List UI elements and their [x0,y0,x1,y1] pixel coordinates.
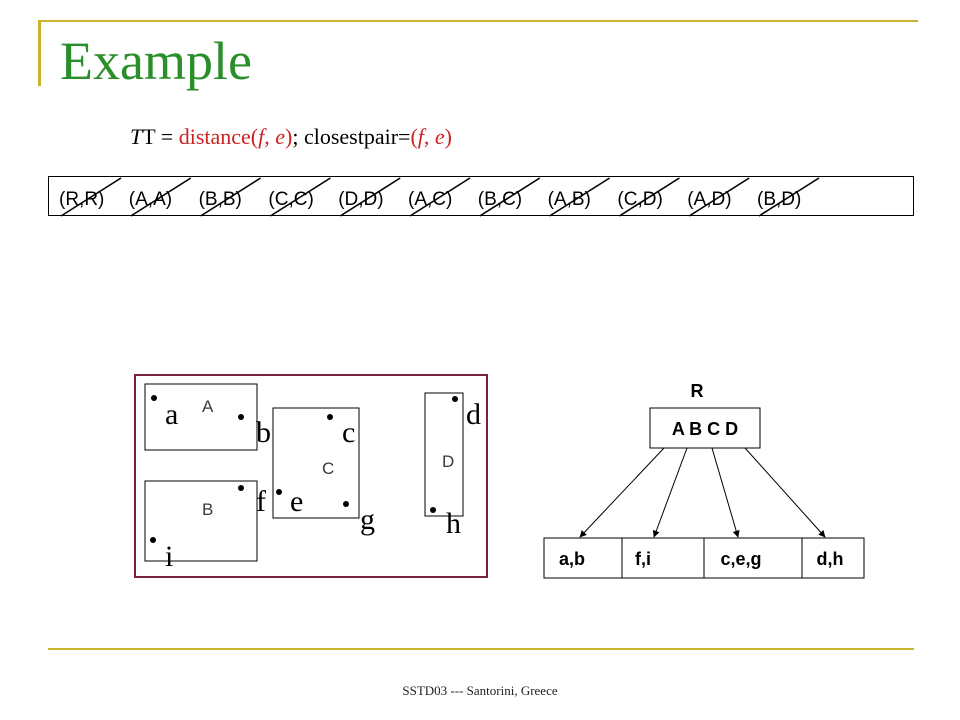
tree-edge-a [579,447,665,538]
formula-comma: , [264,124,276,149]
queue-item-strike [479,177,541,217]
point-d-dot [452,396,458,402]
decor-vertical-rule [38,20,41,86]
tree-edge-c [711,447,740,538]
queue-item: (B,D) [757,189,801,210]
formula-pair-open: ( [410,124,418,149]
queue-item: (A,C) [408,189,452,210]
slide-footer: SSTD03 --- Santorini, Greece [402,683,558,698]
tree-edge-b [652,447,688,538]
point-i-label: i [165,540,173,573]
queue-item-strike [60,177,122,217]
formula-pair-comma: , [423,124,435,149]
mbr-c-rect [272,407,360,519]
point-a-label: a [165,398,178,431]
queue-item-strike [549,177,611,217]
slide-title: Example [60,31,252,91]
queue-item: (A,A) [129,189,172,210]
formula-closestpair-text: closestpair= [303,124,411,149]
mbr-b-label: B [202,500,213,519]
queue-item-strike [758,177,820,217]
queue-item-strike [269,177,331,217]
tree-leaf-label-ceg: c,e,g [720,549,761,569]
formula-distance-text: distance( [178,124,259,149]
point-a-dot [151,395,157,401]
formula-t: TT = [130,124,179,149]
tree-root-node-text: A B C D [672,419,738,439]
point-e-label: e [290,485,303,518]
point-g-dot [343,501,349,507]
tree-leaf-label-fi: f,i [635,549,651,569]
formula-t-equals: T = [142,124,179,149]
queue-item: (A,B) [548,189,591,210]
formula-distance: distance(f, e) [179,124,293,149]
formula-pair-e: e [434,124,445,149]
tree-root-label: R [691,381,704,401]
priority-queue-svg: (R,R) (A,A) (B,B) (C,C) (D,D) (A,C) (B,C) (A,B)… [59,177,820,217]
mbr-a-rect [144,383,258,451]
queue-item: (C,C) [268,189,313,210]
mbr-c-label: C [322,459,334,478]
tree-root-node [649,407,761,449]
tree-leaf-label-dh: d,h [817,549,844,569]
queue-item: (C,D) [617,189,662,210]
formula-semicolon: ; [292,124,304,149]
point-b-label: b [256,416,271,449]
queue-item: (A,D) [687,189,731,210]
tree-leaf-label-ab: a,b [559,549,585,569]
formula-pair-close: ) [444,124,452,149]
formula-close-paren: ) [285,124,293,149]
point-h-dot [430,507,436,513]
point-f-dot [238,485,244,491]
point-f-label: f [256,485,266,518]
queue-item-strike [339,177,401,217]
point-i-dot [150,537,156,543]
queue-item: (B,B) [199,189,242,210]
point-h-label: h [446,507,461,540]
mbr-d-rect [424,392,464,517]
decor-top-rule [38,20,918,22]
point-d-label: d [466,398,481,431]
formula-line: TT = distance(f, e); closestpair=(f, e) [130,124,452,150]
queue-item-strike [409,177,471,217]
formula-e-var: e [275,124,285,149]
queue-item: (D,D) [338,189,383,210]
mbr-a-label: A [202,397,214,416]
formula-pair-f: f [417,124,424,149]
mbr-d-label: D [442,452,454,471]
queue-item-strike [688,177,750,217]
formula-pair: (f, e) [410,124,452,149]
mbr-b-rect [144,480,258,562]
queue-item: (R,R) [59,189,104,210]
point-c-label: c [342,416,355,449]
point-e-dot [276,489,282,495]
point-b-dot [238,414,244,420]
decor-bottom-rule [48,648,914,650]
queue-item-strike [200,177,262,217]
queue-item-strike [618,177,680,217]
tree-edge-d [744,447,826,538]
priority-queue-box: (R,R) (A,A) (B,B) (C,C) (D,D) (A,C) (B,C) (A,B)… [48,176,914,217]
point-c-dot [327,414,333,420]
data-space-border [134,374,488,578]
formula-f-var: f [258,124,265,149]
queue-item: (B,C) [478,189,522,210]
queue-item-strike [130,177,192,217]
point-g-label: g [360,503,375,536]
